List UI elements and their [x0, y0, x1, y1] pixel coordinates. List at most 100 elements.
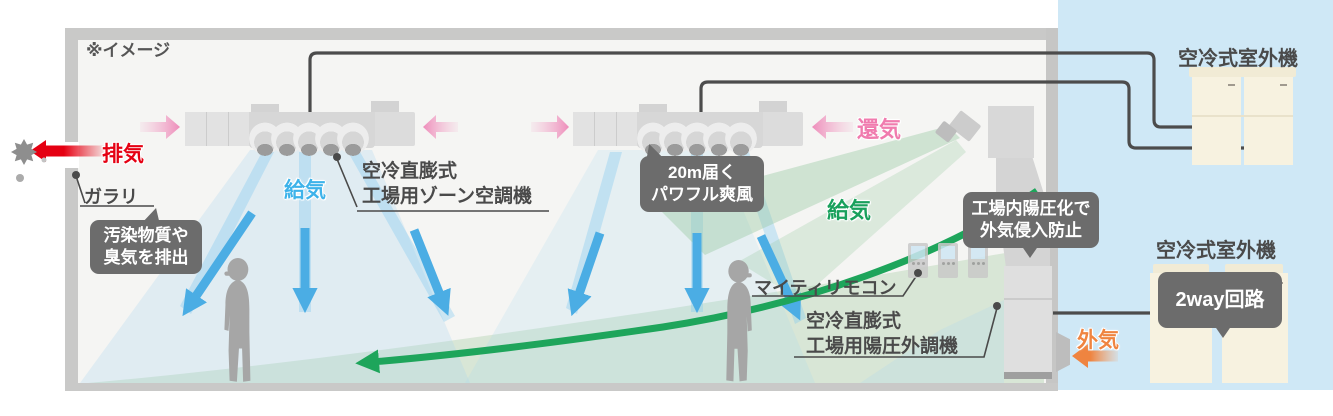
- callout-line: 工場内陽圧化で: [971, 199, 1091, 218]
- supply-arrow: [567, 231, 605, 317]
- outside-air-label: 外気: [1077, 329, 1119, 352]
- zone-ac-unit-1: [185, 101, 415, 159]
- callout-line: パワフル爽風: [651, 185, 753, 204]
- pressurizer-cabinet-seam: [1004, 298, 1052, 300]
- fan-outlet: [336, 121, 370, 159]
- leader-dot: [993, 302, 1001, 310]
- duct-segment: [207, 112, 229, 146]
- pollutant-particle-icon: [11, 139, 37, 165]
- callout-line: 外気侵入防止: [980, 221, 1082, 240]
- pressurizer-cabinet: [1004, 266, 1052, 378]
- outdoor-unit-vent-mark: [1280, 84, 1287, 86]
- outside-air-arrow: [1072, 344, 1118, 368]
- return-air-label: 還気: [857, 117, 902, 142]
- supply-arrow: [182, 210, 256, 317]
- supply-streak: [348, 152, 455, 322]
- outside-air-intake-hood: [1056, 332, 1070, 372]
- louver-label: ガラリ: [84, 187, 138, 207]
- duct-segment: [185, 112, 207, 146]
- exhaust-arrow: [30, 140, 105, 162]
- remote-keys: [938, 262, 958, 265]
- pressurizer-nozzle: [949, 110, 981, 142]
- unit-top-tab: [251, 104, 279, 112]
- mighty-remote-label: マイティリモコン: [754, 278, 897, 298]
- supply-air-label-green: 給気: [827, 198, 872, 223]
- mighty-remote-control: [968, 243, 988, 278]
- return-air-arrow: [423, 115, 458, 139]
- zone-ac-label-line1: 空冷直膨式: [362, 161, 458, 182]
- factory-floor: [65, 383, 1058, 391]
- callout-pollutant-exhaust: 汚染物質や 臭気を排出: [90, 208, 202, 274]
- refrigerant-pipe-unit2: [699, 80, 1248, 150]
- remote-keys: [968, 262, 988, 265]
- duct-segment: [573, 112, 595, 146]
- leader-dot: [914, 269, 922, 277]
- duct-segments: [573, 112, 639, 146]
- outdoor-unit-top-left: [1192, 77, 1241, 165]
- green-nozzle-cone: [738, 140, 966, 300]
- supply-air-label-blue: 給気: [284, 179, 326, 202]
- factory-wall-top: [65, 28, 1058, 40]
- zone-ac-leader-line: [336, 158, 549, 212]
- pressurizer-nozzle-tip: [935, 121, 957, 143]
- pressurizer-label-line1: 空冷直膨式: [806, 311, 902, 332]
- fan-outlet: [724, 121, 758, 159]
- supply-arrow: [756, 234, 802, 321]
- return-air-arrow: [812, 115, 853, 139]
- pollutant-particle-icon: [41, 157, 47, 163]
- unit-top-tab: [759, 101, 787, 112]
- duct-segment: [595, 112, 617, 146]
- return-air-arrow: [140, 115, 180, 139]
- pollutant-particle-icon: [16, 174, 24, 182]
- supply-streak: [566, 152, 622, 314]
- mighty-remote-control: [908, 243, 928, 278]
- zone-ac-unit-2: [573, 101, 803, 159]
- supply-cone-unit1: [80, 150, 470, 383]
- callout-two-way-circuit: 2way回路: [1158, 272, 1282, 338]
- callout-line: 臭気を排出: [103, 248, 189, 267]
- remote-screen: [941, 246, 955, 259]
- refrigerant-pipe-unit1: [308, 51, 1193, 129]
- corner-wash: [860, 300, 1004, 383]
- callout-pressurization: 工場内陽圧化で 外気侵入防止: [963, 192, 1099, 258]
- callout-line: 汚染物質や: [103, 226, 189, 245]
- callout-line: 2way回路: [1175, 289, 1265, 311]
- outdoor-unit-top-right: [1244, 77, 1293, 165]
- outdoor-unit-lid: [1189, 67, 1244, 77]
- outdoor-unit-seam: [1192, 115, 1293, 117]
- outdoor-unit-lid: [1225, 264, 1283, 274]
- green-floor-wash: [88, 246, 1044, 383]
- supply-arrow: [409, 228, 451, 316]
- outdoor-unit-bottom-label: 空冷式室外機: [1156, 240, 1276, 262]
- pressurizer-cabinet-base: [1004, 372, 1052, 379]
- leader-dot: [72, 171, 80, 179]
- remote-keys: [908, 262, 928, 265]
- zone-ac-label-line2: 工場用ゾーン空調機: [362, 186, 533, 207]
- pressurizer-top-box: [988, 106, 1034, 158]
- callout-line: 20m届く: [667, 163, 737, 182]
- unit-top-tab: [371, 101, 399, 112]
- callout-powerful-breeze: 20m届く パワフル爽風: [640, 144, 764, 212]
- green-nozzle-cone: [655, 126, 960, 255]
- pressurizer-label-line2: 工場用陽圧外調機: [806, 336, 959, 357]
- duct-segments: [185, 112, 251, 146]
- pressurizer-label: 空冷直膨式 工場用陽圧外調機: [806, 309, 958, 359]
- pressurizer-leader-line: [794, 307, 998, 358]
- return-air-arrow: [531, 115, 569, 139]
- factory-wall-left: [65, 28, 78, 383]
- louver-leader-line: [75, 175, 154, 207]
- remote-screen: [911, 246, 925, 259]
- remote-screen: [971, 246, 985, 259]
- leader-dot: [333, 153, 341, 161]
- outdoor-unit-lid: [1241, 67, 1296, 77]
- image-note-label: ※イメージ: [86, 41, 171, 60]
- supply-streak: [180, 152, 274, 314]
- zone-ac-label: 空冷直膨式 工場用ゾーン空調機: [362, 159, 532, 209]
- outdoor-unit-top-label: 空冷式室外機: [1178, 48, 1298, 70]
- unit-top-tab: [639, 104, 667, 112]
- remote-leader-line: [752, 274, 918, 297]
- exhaust-label: 排気: [102, 143, 144, 166]
- outdoor-unit-vent-mark: [1228, 84, 1235, 86]
- outdoor-unit-lid: [1153, 264, 1209, 274]
